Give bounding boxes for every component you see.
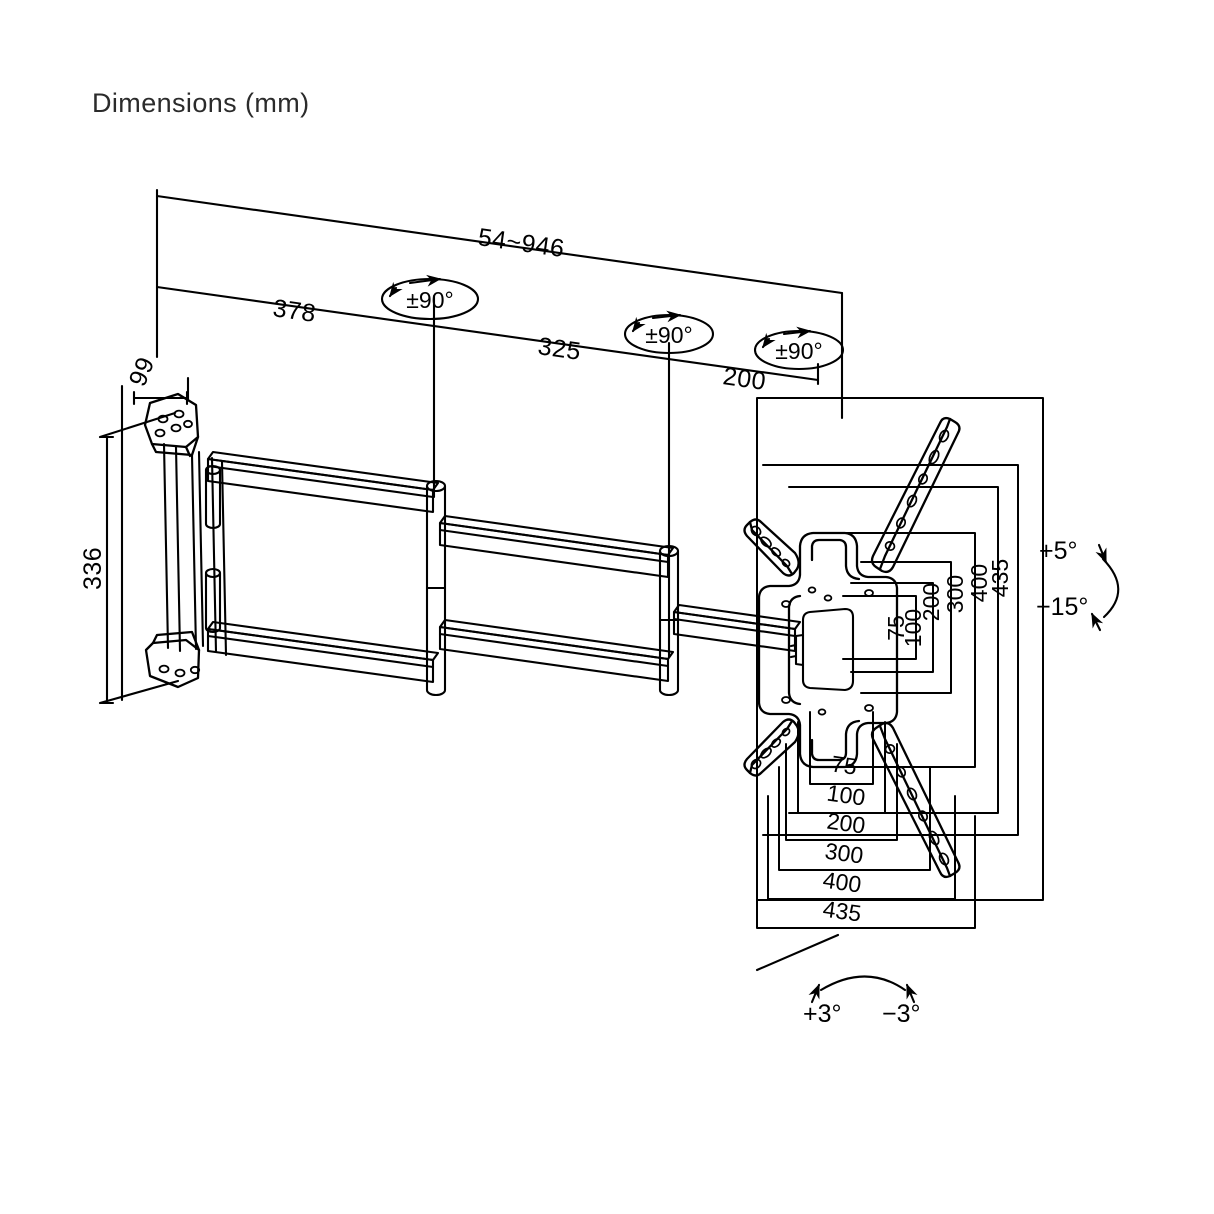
dim-label-arm-segment-3: 200 — [721, 362, 768, 396]
arm-segment-2 — [438, 514, 675, 683]
dim-label-arm-segment-2: 325 — [536, 332, 583, 366]
swivel-label-2: ±90° — [645, 322, 692, 348]
wall-plate-vertical-rails — [162, 442, 228, 657]
level-right-label: −3° — [882, 1000, 921, 1028]
page-title: Dimensions (mm) — [92, 88, 310, 118]
tilt-up-label: +5° — [1039, 537, 1078, 565]
swivel-indicator-2 — [623, 310, 715, 355]
vesa-vertical-label-100: 100 — [900, 609, 926, 647]
dim-label-arm-segment-1: 378 — [271, 294, 318, 328]
vesa-arm-top-right — [870, 416, 961, 574]
tilt-down-label: −15° — [1036, 593, 1088, 621]
swivel-label-3: ±90° — [775, 338, 822, 364]
arm-segment-3 — [672, 603, 802, 653]
vesa-horizontal-label-75: 75 — [830, 750, 859, 779]
arm-segment-1 — [206, 450, 440, 684]
vesa-horizontal-label-435: 435 — [821, 896, 863, 927]
swivel-indicator-1 — [380, 274, 480, 321]
level-leader-line — [755, 933, 840, 972]
vesa-plate-cutout — [789, 607, 855, 692]
wall-plate-bottom-holes — [158, 664, 201, 678]
wall-plate-bottom-bracket — [144, 630, 201, 689]
wall-plate-height-dimension — [98, 435, 180, 705]
vesa-horizontal-label-300: 300 — [823, 838, 865, 869]
vesa-vertical-dimension-brackets — [756, 397, 1044, 901]
vesa-arm-top-right-slots — [884, 429, 950, 551]
swivel-indicator-3 — [753, 326, 845, 371]
dim-label-wall-plate-depth: 99 — [124, 353, 161, 390]
tilt-indicator-arc — [1090, 543, 1120, 632]
vesa-plate-holes — [781, 586, 874, 716]
wall-plate-top-bracket — [143, 392, 200, 458]
vesa-vertical-label-300: 300 — [942, 575, 968, 613]
vesa-vertical-label-400: 400 — [966, 564, 992, 602]
vesa-head-plate — [757, 531, 899, 769]
dim-label-wall-plate-height: 336 — [79, 547, 107, 590]
vesa-horizontal-label-400: 400 — [821, 867, 863, 898]
wall-plate-depth-dimension — [98, 376, 190, 439]
wall-reference-lines — [120, 188, 159, 702]
vesa-arm-bottom-left-slots — [750, 727, 791, 770]
pivot-joint-1 — [425, 479, 447, 697]
level-left-label: +3° — [803, 1000, 842, 1028]
vesa-horizontal-label-200: 200 — [825, 808, 867, 839]
vesa-horizontal-label-100: 100 — [825, 780, 867, 811]
vesa-vertical-label-200: 200 — [918, 583, 944, 621]
swivel-label-1: ±90° — [406, 287, 453, 313]
vesa-arm-top-left-slots — [750, 525, 791, 568]
dim-label-extension-range: 54~946 — [476, 223, 566, 263]
vesa-vertical-label-435: 435 — [987, 559, 1013, 597]
level-indicator-arc — [808, 975, 918, 1004]
vesa-vertical-label-75: 75 — [883, 615, 909, 641]
vesa-arm-top-left — [743, 518, 800, 577]
vesa-horizontal-dimension-brackets — [756, 711, 976, 929]
wall-plate-top-holes — [154, 409, 193, 438]
